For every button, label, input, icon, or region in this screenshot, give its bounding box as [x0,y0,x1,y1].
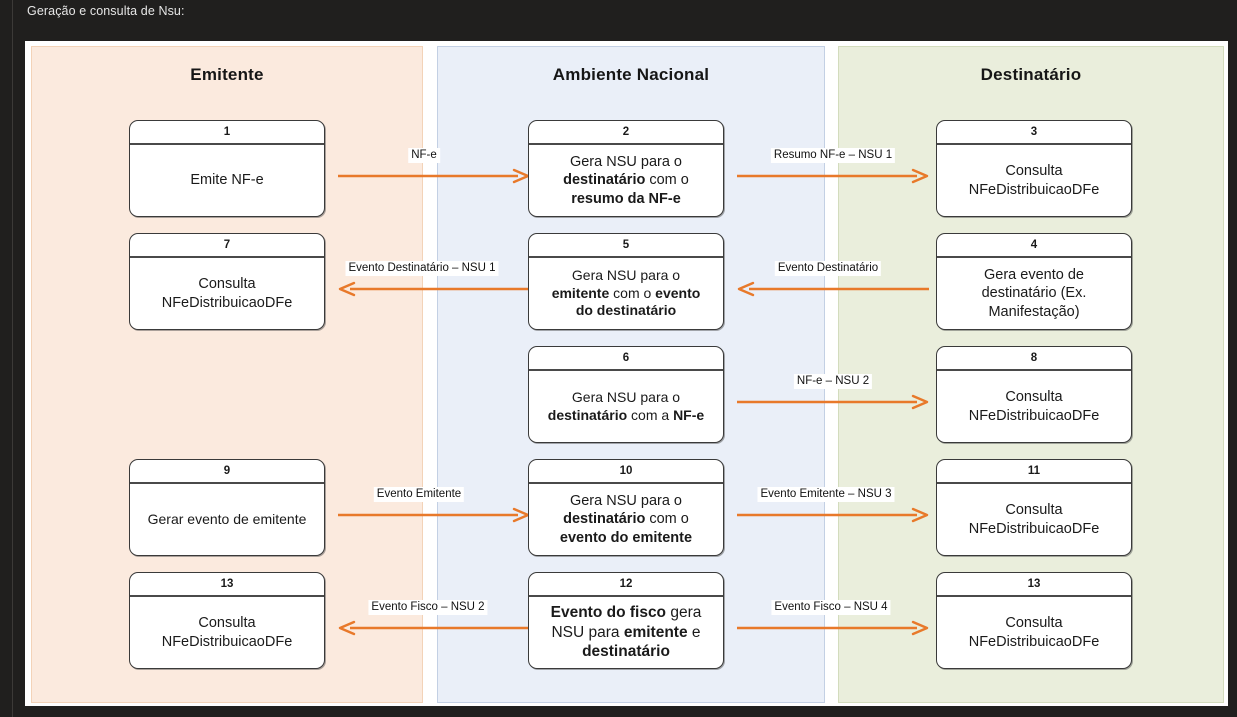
swimlane-title-destinatario: Destinatário [980,65,1082,84]
swimlane-title-ambiente-nacional: Ambiente Nacional [552,65,710,84]
flow-label-evento-destinatario-nsu-1: Evento Destinatário – NSU 1 [345,261,499,276]
flow-label-nf-e-nsu-2: NF-e – NSU 2 [793,374,873,389]
diagram-sheet: Emitente Ambiente Nacional Destinatário … [25,41,1228,706]
process-node-2-number: 2 [529,121,723,145]
flow-label-evento-destinatario: Evento Destinatário [774,261,882,276]
flow-label-resumo-nf-e-nsu-1: Resumo NF-e – NSU 1 [770,148,896,163]
page-caption: Geração e consulta de Nsu: [27,4,185,18]
process-node-1-text: Emite NF-e [190,172,264,189]
process-node-9-text: Gerar evento de emitente [147,510,307,527]
process-node-5-number: 5 [529,234,723,258]
process-node-8-number: 8 [937,347,1131,371]
flow-label-evento-fisco-nsu-2: Evento Fisco – NSU 2 [368,600,488,615]
process-node-4-number: 4 [937,234,1131,258]
process-node-10-number: 10 [529,460,723,484]
process-node-9[interactable]: 9 Gerar evento de emitente [129,459,325,556]
process-node-6-number: 6 [529,347,723,371]
process-node-9-number: 9 [130,460,324,484]
left-rail-divider [12,0,13,717]
process-node-13-destinatario-number: 13 [937,573,1131,597]
process-node-3-number: 3 [937,121,1131,145]
process-node-1[interactable]: 1 Emite NF-e [129,120,325,217]
process-node-12-number: 12 [529,573,723,597]
flow-label-nf-e: NF-e [408,148,440,163]
flow-label-evento-fisco-nsu-4: Evento Fisco – NSU 4 [771,600,891,615]
flow-label-evento-emitente-nsu-3: Evento Emitente – NSU 3 [757,487,895,502]
process-node-1-number: 1 [130,121,324,145]
process-node-7-number: 7 [130,234,324,258]
flow-label-evento-emitente: Evento Emitente [373,487,465,502]
process-node-13-emitente-number: 13 [130,573,324,597]
process-node-11-number: 11 [937,460,1131,484]
swimlane-title-emitente: Emitente [190,65,264,84]
